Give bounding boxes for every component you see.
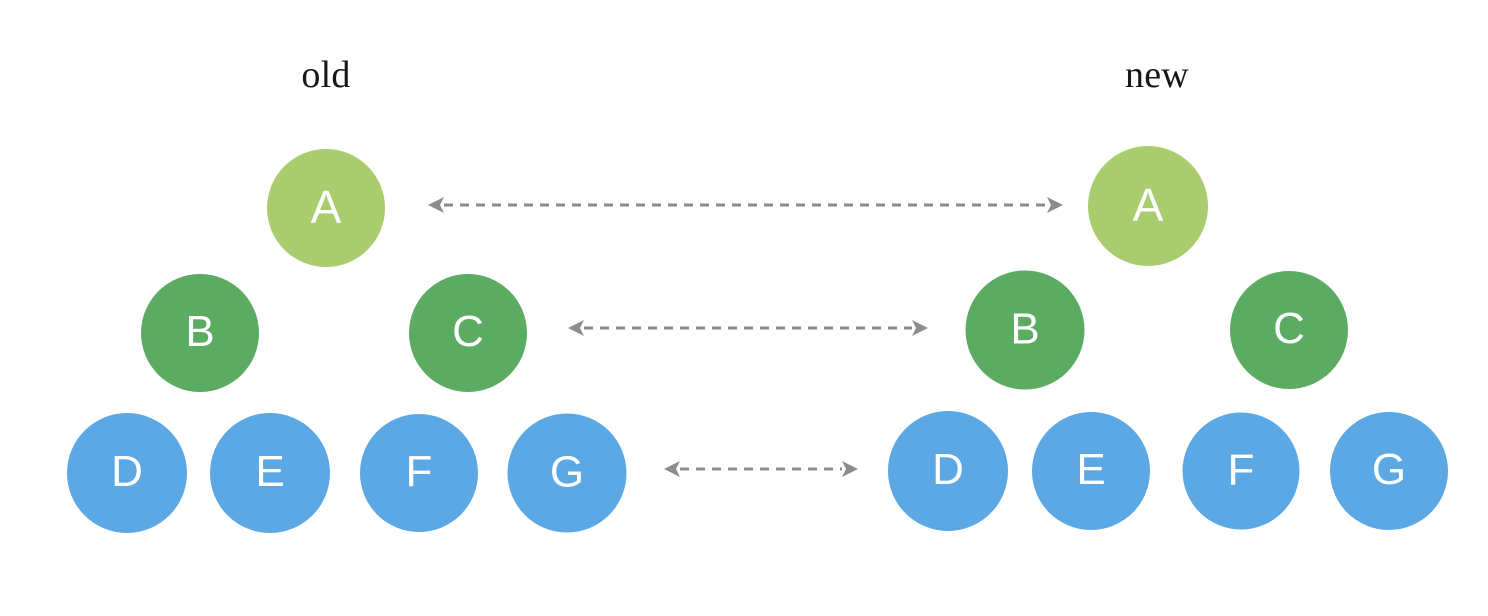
connector-link-a bbox=[428, 197, 1063, 213]
node-old-g[interactable]: G bbox=[507, 413, 627, 533]
connector-link-g-d bbox=[664, 461, 858, 477]
arrowhead-left-link-a bbox=[428, 197, 444, 213]
node-old-c[interactable]: C bbox=[409, 274, 527, 392]
node-old-f[interactable]: F bbox=[360, 414, 478, 532]
node-label-new-f: F bbox=[1227, 445, 1255, 494]
node-new-c[interactable]: C bbox=[1230, 271, 1348, 389]
node-label-old-f: F bbox=[405, 447, 433, 496]
tree-label-new: new bbox=[1125, 54, 1189, 96]
node-label-old-a: A bbox=[310, 181, 342, 233]
node-label-old-b: B bbox=[185, 307, 215, 356]
node-new-f[interactable]: F bbox=[1182, 412, 1300, 530]
node-label-new-d: D bbox=[932, 445, 964, 494]
node-label-new-c: C bbox=[1273, 304, 1305, 353]
node-old-a[interactable]: A bbox=[267, 149, 385, 267]
node-label-new-b: B bbox=[1010, 304, 1040, 353]
arrowhead-right-link-g-d bbox=[842, 461, 858, 477]
arrowhead-left-link-c-b bbox=[568, 320, 584, 336]
node-new-g[interactable]: G bbox=[1330, 412, 1448, 530]
node-label-old-d: D bbox=[111, 447, 143, 496]
arrowhead-right-link-a bbox=[1047, 197, 1063, 213]
node-label-old-e: E bbox=[255, 447, 285, 496]
node-old-d[interactable]: D bbox=[67, 413, 187, 533]
node-new-b[interactable]: B bbox=[965, 270, 1085, 390]
arrowhead-right-link-c-b bbox=[912, 320, 928, 336]
arrowhead-left-link-g-d bbox=[664, 461, 680, 477]
node-label-new-e: E bbox=[1076, 445, 1106, 494]
node-old-e[interactable]: E bbox=[210, 413, 330, 533]
tree-label-old: old bbox=[301, 54, 351, 96]
node-label-new-a: A bbox=[1132, 179, 1164, 231]
node-new-e[interactable]: E bbox=[1032, 412, 1150, 530]
node-label-old-g: G bbox=[549, 447, 585, 496]
connector-link-c-b bbox=[568, 320, 928, 336]
node-label-new-g: G bbox=[1371, 445, 1407, 494]
node-new-a[interactable]: A bbox=[1088, 146, 1208, 266]
node-old-b[interactable]: B bbox=[141, 274, 259, 392]
node-new-d[interactable]: D bbox=[888, 411, 1008, 531]
node-label-old-c: C bbox=[452, 307, 484, 356]
